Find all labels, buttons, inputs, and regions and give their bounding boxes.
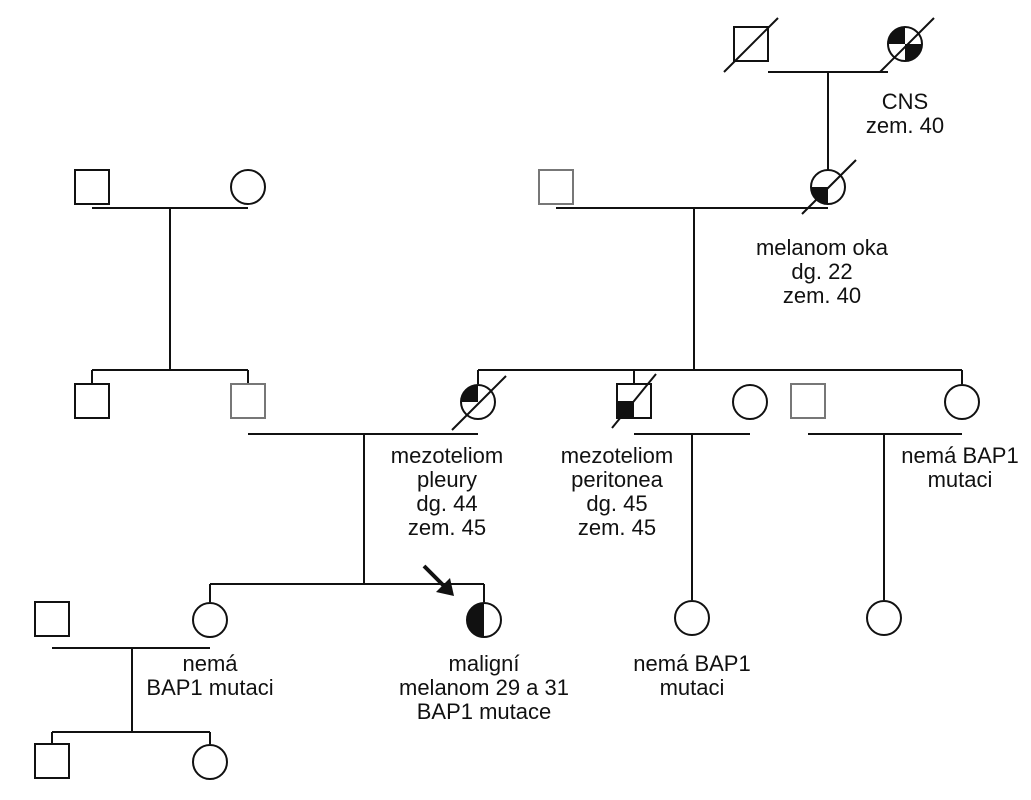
label-proband: maligní melanom 29 a 31 BAP1 mutace — [399, 651, 569, 724]
individual-paternal-grandmother — [230, 169, 266, 205]
individual-proband — [466, 602, 502, 638]
individual-maternal-aunt — [944, 384, 980, 420]
label-great-grandmother: CNS zem. 40 — [865, 89, 945, 138]
label-maternal-aunt: nemá BAP1 mutaci — [901, 443, 1019, 492]
individual-great-grandmother — [879, 17, 935, 73]
individual-sister — [192, 602, 228, 638]
individual-maternal-grandmother — [801, 159, 857, 215]
proband-arrow-icon — [422, 564, 454, 596]
label-maternal-grandmother: melanom oka dg. 22 zem. 40 — [755, 235, 889, 308]
individual-maternal-grandfather — [538, 169, 574, 205]
pedigree-lines — [51, 71, 963, 744]
individual-cousin-1 — [674, 600, 710, 636]
individual-sister-husband — [34, 601, 70, 637]
label-maternal-uncle: mezoteliom peritonea dg. 45 zem. 45 — [560, 443, 674, 540]
individual-father — [230, 383, 266, 419]
individual-maternal-uncle — [611, 373, 657, 429]
individual-great-grandfather — [723, 17, 779, 73]
individual-cousin-2 — [866, 600, 902, 636]
label-sister: nemá BAP1 mutaci — [146, 651, 274, 700]
individual-nephew — [34, 743, 70, 779]
individual-paternal-uncle — [74, 383, 110, 419]
label-cousin-1: nemá BAP1 mutaci — [633, 651, 751, 700]
label-mother: mezoteliom pleury dg. 44 zem. 45 — [390, 443, 504, 540]
individual-mother — [451, 375, 507, 431]
individual-niece — [192, 744, 228, 780]
individual-paternal-grandfather — [74, 169, 110, 205]
individual-aunt-husband — [790, 383, 826, 419]
individual-uncle-wife — [732, 384, 768, 420]
